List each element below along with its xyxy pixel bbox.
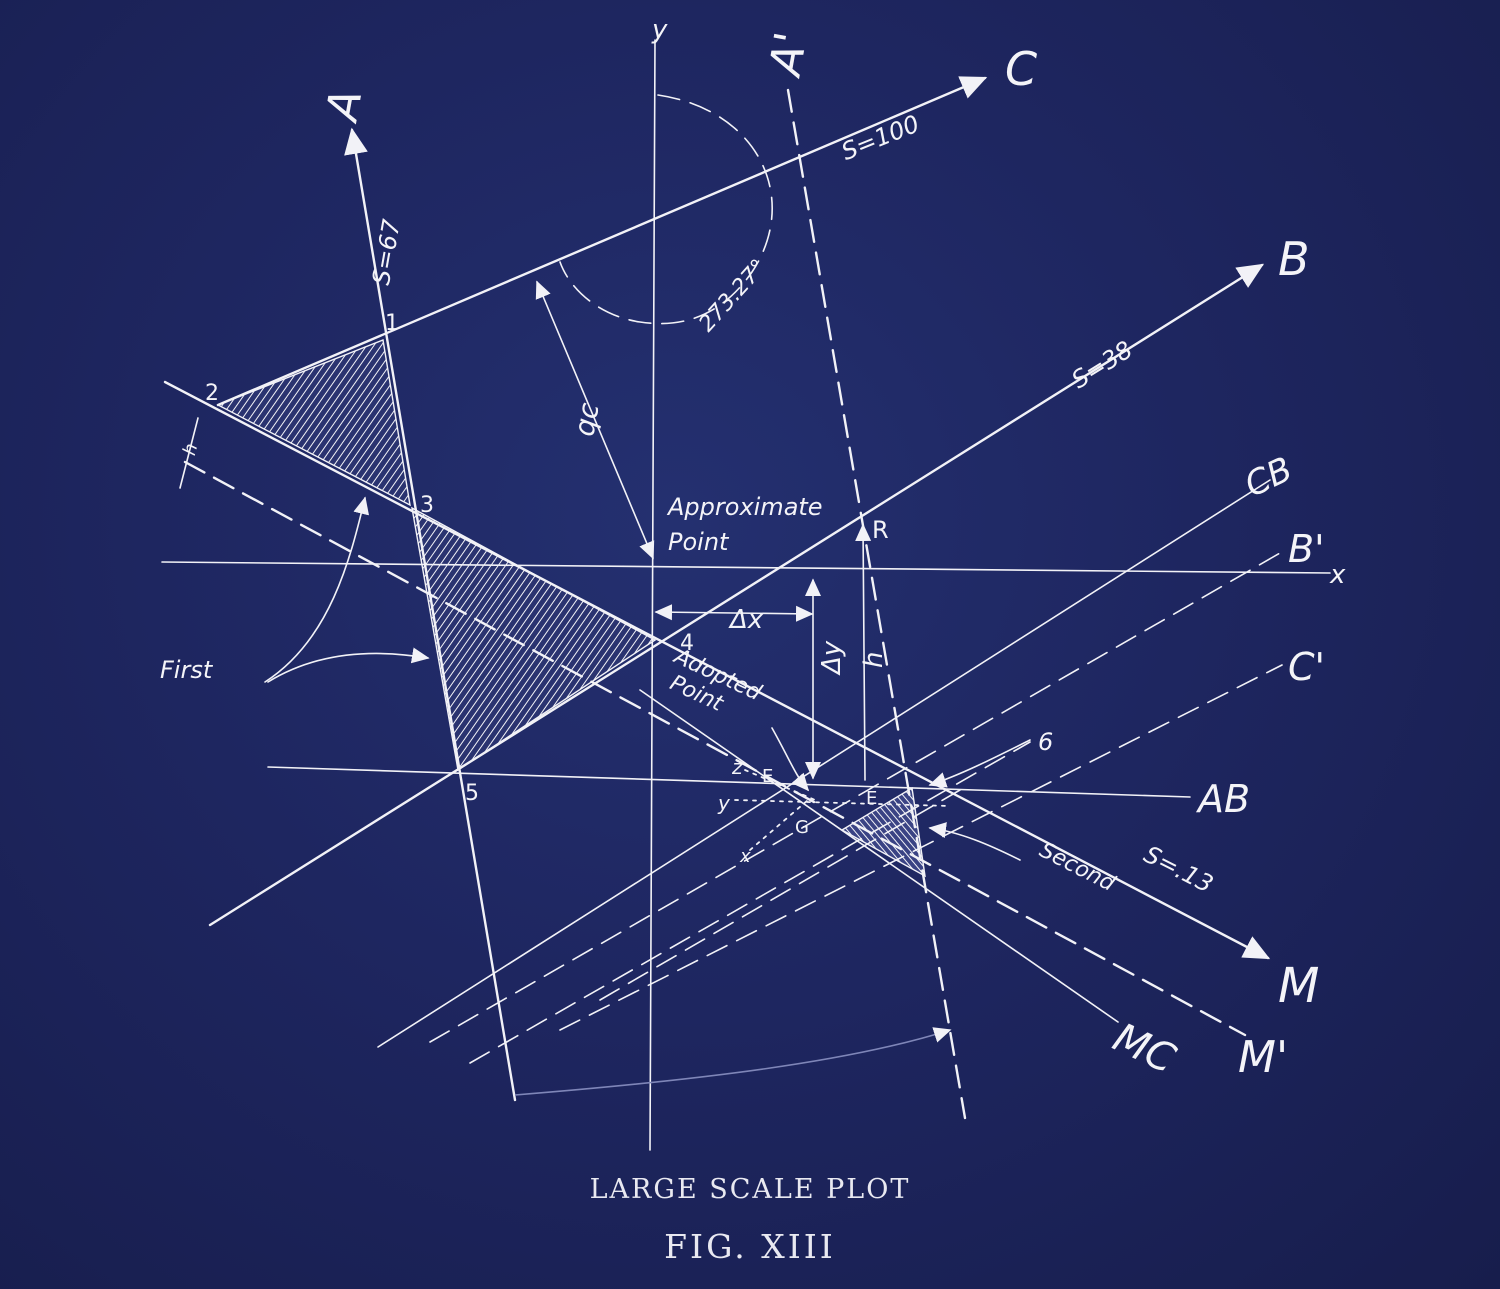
point-label-y-small: y bbox=[717, 791, 731, 815]
line-A-prime bbox=[786, 88, 967, 1120]
label-CB: CB bbox=[1239, 449, 1299, 505]
label-M-prime: M' bbox=[1238, 1032, 1288, 1083]
point-label-5: 5 bbox=[465, 781, 479, 806]
first-triangle-upper bbox=[216, 339, 411, 507]
dotted-x-line bbox=[749, 799, 809, 851]
annotation-second: Second bbox=[1035, 838, 1119, 898]
label-C: C bbox=[1005, 42, 1037, 96]
scale-M: S=.13 bbox=[1139, 840, 1217, 898]
annotation-first: First bbox=[160, 656, 214, 684]
point-label-6: 6 bbox=[1038, 728, 1053, 756]
adopted-pointer bbox=[771, 727, 810, 792]
scale-A: S=67 bbox=[367, 217, 406, 287]
label-C-prime: C' bbox=[1288, 645, 1325, 689]
point-label-G: G bbox=[795, 817, 809, 838]
label-A-prime: A' bbox=[759, 28, 817, 81]
line-CB bbox=[377, 479, 1271, 1048]
x-axis bbox=[161, 561, 1331, 574]
qc-dimension-line bbox=[535, 280, 655, 560]
annotation-angle: 273.27° bbox=[694, 255, 771, 337]
label-AB: AB bbox=[1195, 777, 1250, 821]
point-label-4: 4 bbox=[680, 631, 694, 656]
first-pointer-2 bbox=[267, 647, 430, 683]
line-A bbox=[344, 127, 517, 1102]
dotted-y-line bbox=[734, 799, 951, 807]
line-M-prime bbox=[183, 460, 1247, 1037]
h-dimension-line bbox=[855, 523, 872, 781]
first-triangle-lower bbox=[411, 506, 657, 772]
point-label-z: z bbox=[731, 755, 743, 779]
axis-label-x: x bbox=[1329, 560, 1346, 590]
label-B: B bbox=[1278, 232, 1310, 286]
point-label-R: R bbox=[872, 516, 889, 544]
y-axis bbox=[649, 39, 656, 1151]
faint-bottom-arrow bbox=[514, 1027, 952, 1096]
caption-title: LARGE SCALE PLOT bbox=[589, 1174, 911, 1205]
annotation-approximate-point: Point bbox=[668, 528, 730, 556]
point-label-1: 1 bbox=[385, 311, 399, 336]
annotation-h: h bbox=[859, 652, 889, 668]
point-label-x-small: x bbox=[739, 846, 751, 867]
line-AB bbox=[267, 766, 1191, 798]
delta-x-dimension-line bbox=[654, 604, 814, 622]
label-B-prime: B' bbox=[1288, 527, 1325, 571]
point-label-3: 3 bbox=[420, 493, 434, 518]
six-pointer bbox=[928, 739, 1031, 788]
line-M bbox=[163, 380, 1271, 960]
point-label-2: 2 bbox=[205, 381, 219, 406]
second-pointer bbox=[928, 822, 1021, 861]
annotation-approximate: Approximate bbox=[666, 493, 823, 521]
annotation-qc: qc bbox=[567, 400, 605, 439]
axis-label-y: y bbox=[651, 15, 668, 45]
point-label-E2: E bbox=[866, 788, 877, 809]
line-B bbox=[208, 263, 1265, 927]
label-M: M bbox=[1278, 958, 1319, 1014]
annotation-h-small: h bbox=[179, 441, 202, 457]
construction-line-1 bbox=[469, 741, 1031, 1064]
dotted-z-line bbox=[744, 769, 816, 801]
second-triangle bbox=[840, 786, 926, 878]
scale-B: S=38 bbox=[1067, 336, 1138, 395]
construction-line-2 bbox=[599, 789, 961, 1001]
annotation-delta-x: Δx bbox=[728, 605, 764, 635]
h-small-dimension-line bbox=[179, 417, 199, 489]
line-C bbox=[216, 76, 988, 407]
line-C-prime bbox=[559, 664, 1283, 1031]
first-pointer-1 bbox=[264, 496, 370, 683]
caption-figure-number: FIG. XIII bbox=[664, 1227, 836, 1266]
label-MC: MC bbox=[1106, 1015, 1182, 1083]
annotation-delta-y: Δy bbox=[817, 640, 847, 676]
scale-C: S=100 bbox=[838, 110, 924, 166]
label-A: A bbox=[316, 86, 372, 127]
line-MC bbox=[639, 689, 1119, 1023]
point-label-E1: E bbox=[762, 766, 773, 787]
